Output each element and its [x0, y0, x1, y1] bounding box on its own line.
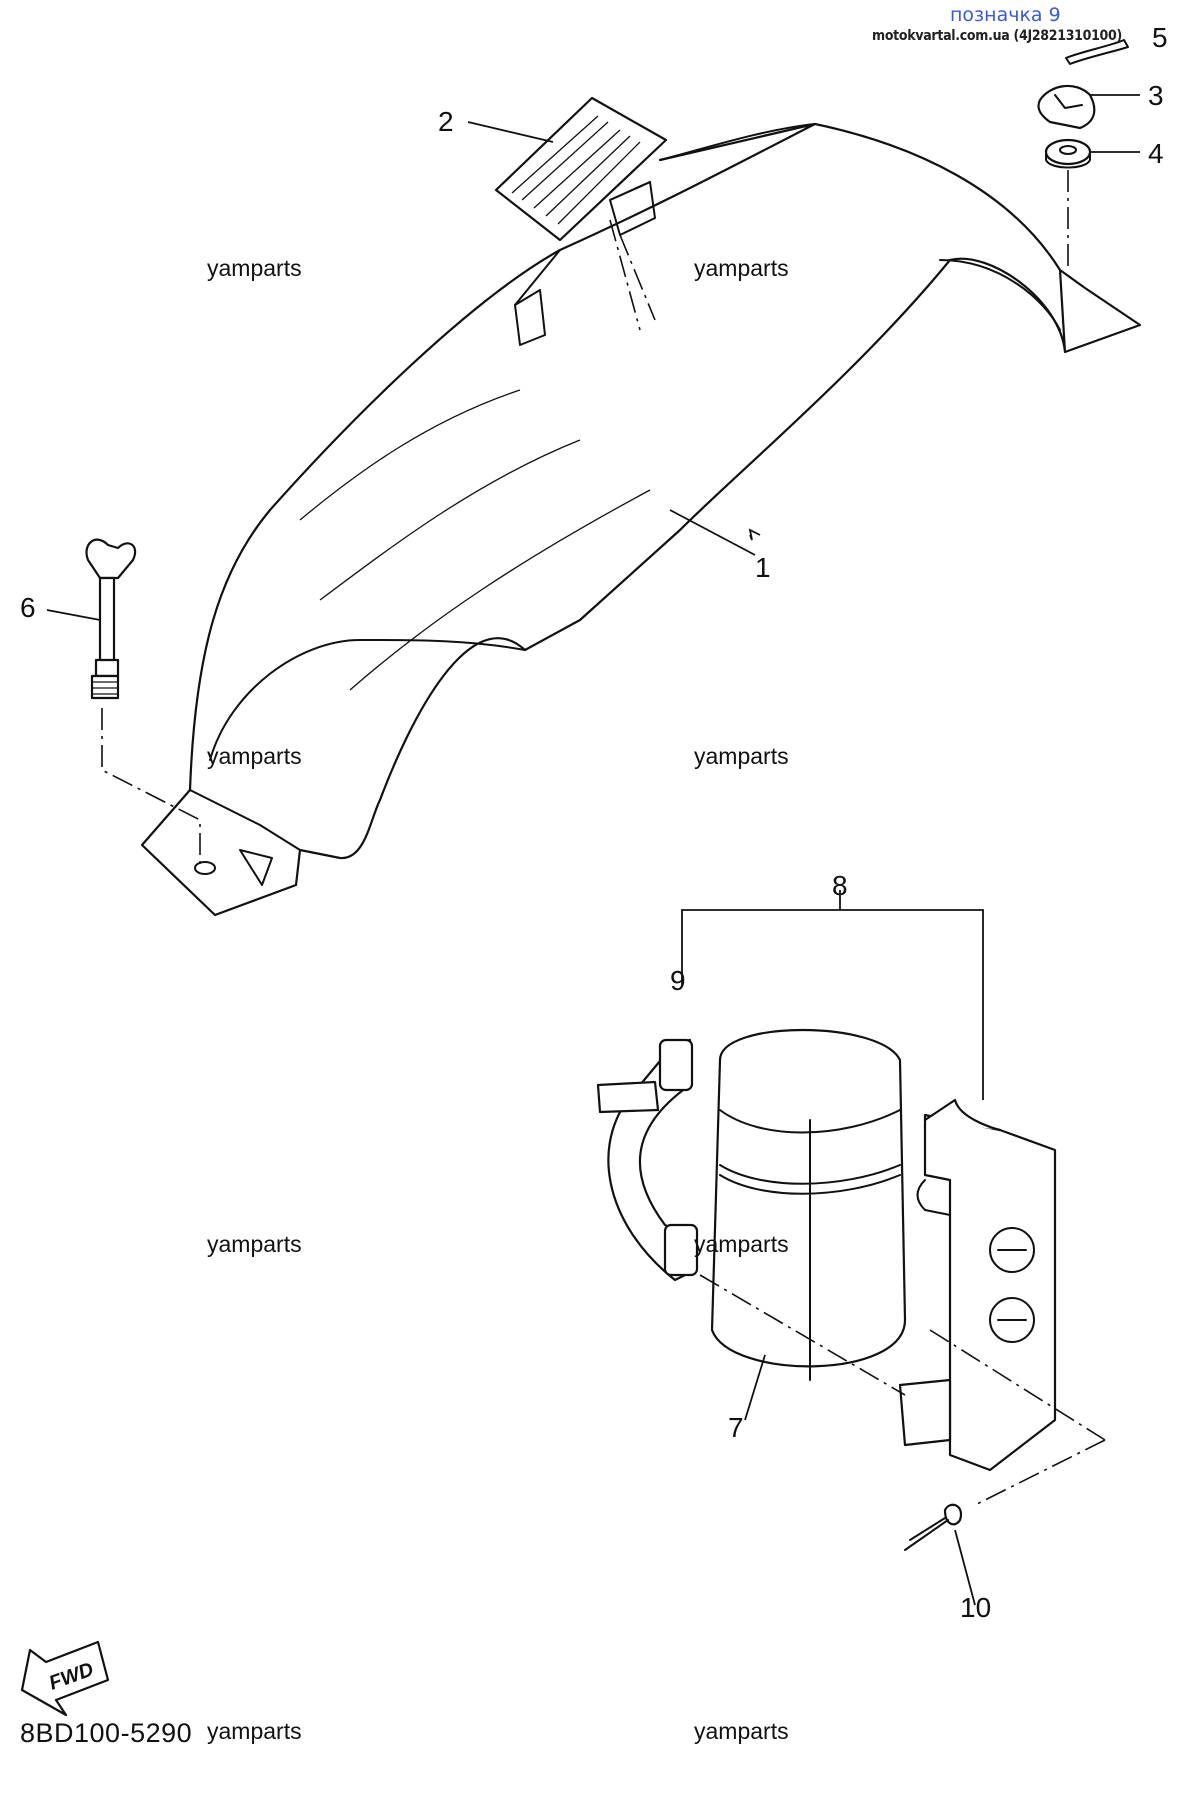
watermark: yamparts [207, 1718, 302, 1744]
strap-part-9 [596, 1038, 699, 1282]
callout-9: 9 [670, 965, 686, 996]
callout-8: 8 [832, 870, 848, 901]
group-bracket-8 [681, 909, 984, 1100]
watermark: yamparts [694, 1231, 789, 1257]
guide-line [974, 1439, 1106, 1506]
leader-7 [744, 1354, 766, 1421]
clip-part-5 [1065, 39, 1129, 65]
bolt-part-6 [85, 538, 137, 700]
watermark: yamparts [207, 255, 302, 281]
rivet-part-10 [904, 1503, 963, 1551]
watermark: yamparts [694, 1718, 789, 1744]
watermark: yamparts [694, 255, 789, 281]
callout-2: 2 [438, 106, 454, 137]
callout-4: 4 [1148, 138, 1164, 169]
fwd-arrow-icon: FWD [20, 1640, 110, 1717]
diagram-marker-title: позначка 9 [950, 4, 1061, 26]
callout-1: 1 [755, 552, 771, 583]
watermark: yamparts [207, 1231, 302, 1257]
diagram-source: motokvartal.com.ua (4J2821310100) [872, 28, 1122, 44]
callout-10: 10 [960, 1592, 992, 1623]
nut-part-3 [1037, 84, 1096, 130]
callout-7: 7 [728, 1412, 744, 1443]
decal-part-2 [494, 96, 668, 242]
leader-10 [954, 1529, 976, 1606]
plate-part [898, 1098, 1057, 1472]
watermark: yamparts [694, 743, 789, 769]
washer-part-4 [1044, 138, 1092, 169]
guide-line [609, 219, 656, 331]
fender-part-1 [140, 122, 1142, 917]
watermark: yamparts [207, 743, 302, 769]
callout-5: 5 [1152, 22, 1168, 53]
leader-1 [669, 509, 761, 556]
callout-3: 3 [1148, 80, 1164, 111]
box-part-7 [710, 1028, 907, 1381]
diagram-code: 8BD100-5290 [20, 1718, 193, 1748]
leader-6 [46, 609, 101, 621]
guide-line [699, 1274, 906, 1396]
leader-2 [467, 121, 554, 143]
guide-line [929, 1329, 1106, 1441]
guide-line [101, 708, 201, 870]
callout-6: 6 [20, 592, 36, 623]
